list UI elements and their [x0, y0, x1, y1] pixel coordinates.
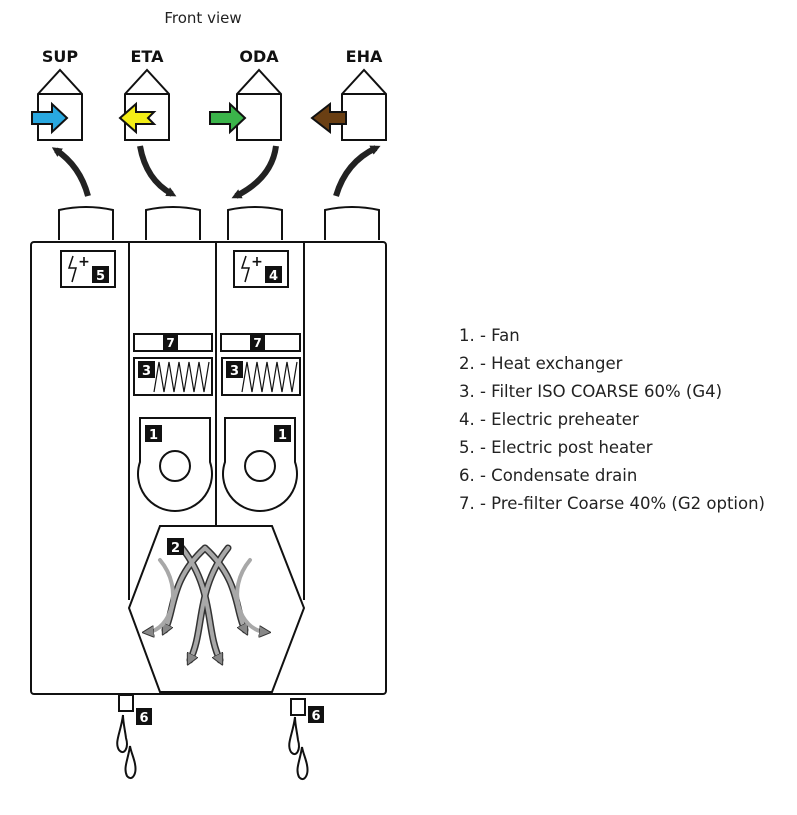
water-drop-icon — [296, 746, 309, 781]
spigot-eta — [145, 206, 201, 240]
filter-left: 3 — [133, 357, 213, 396]
heater-plus-symbol: + — [251, 254, 263, 270]
legend-item-preheater: 4. - Electric preheater — [459, 410, 639, 429]
extract-arrow-icon — [118, 101, 157, 135]
badge-6: 6 — [139, 711, 148, 726]
component-legend: 1. - Fan 2. - Heat exchanger 3. - Filter… — [459, 322, 765, 518]
spigot-eha — [324, 206, 380, 240]
prefilter-left: 7 — [133, 333, 213, 352]
water-drop-icon — [124, 745, 137, 780]
badge-1: 1 — [149, 428, 158, 443]
duct-eta: ETA — [118, 47, 170, 141]
exhaust-arrow-icon — [310, 101, 347, 135]
duct-house-eta — [124, 68, 170, 141]
legend-item-post-heater: 5. - Electric post heater — [459, 438, 653, 457]
water-drop-icon — [116, 714, 128, 754]
condensate-drain-right: 6 — [288, 698, 324, 781]
badge-3: 3 — [230, 364, 239, 379]
badge-1: 1 — [278, 428, 287, 443]
legend-item-fan: 1. - Fan — [459, 326, 520, 345]
preheater: + 4 — [233, 250, 289, 288]
electric-bolt-icon — [67, 255, 77, 283]
electric-bolt-icon — [240, 255, 250, 283]
duct-house-eha — [341, 68, 387, 141]
legend-item-prefilter: 7. - Pre-filter Coarse 40% (G2 option) — [459, 494, 765, 513]
airflow-arrows — [51, 145, 381, 199]
legend-item-condensate-drain: 6. - Condensate drain — [459, 466, 638, 485]
outdoor-arrow-icon — [209, 101, 247, 135]
heat-exchanger-housing — [127, 525, 306, 693]
filter-right: 3 — [221, 357, 301, 396]
duct-label-oda: ODA — [239, 47, 279, 66]
legend-item-filter: 3. - Filter ISO COARSE 60% (G4) — [459, 382, 723, 401]
duct-house-oda — [236, 68, 282, 141]
eta-flow-arrow — [137, 145, 177, 197]
heater-plus-symbol: + — [78, 254, 90, 270]
eha-flow-arrow — [333, 145, 381, 197]
badge-7: 7 — [253, 336, 261, 350]
duct-eha: EHA — [310, 47, 387, 141]
legend-item-heat-exchanger: 2. - Heat exchanger — [459, 354, 623, 373]
duct-label-eha: EHA — [346, 47, 383, 66]
fan-right: 1 — [222, 417, 298, 512]
prefilter-right: 7 — [220, 333, 301, 352]
oda-flow-arrow — [231, 145, 279, 199]
sup-flow-arrow — [51, 147, 91, 197]
badge-5: 5 — [96, 269, 105, 284]
spigots — [58, 206, 380, 240]
badge-7: 7 — [166, 336, 174, 350]
duct-label-eta: ETA — [131, 47, 165, 66]
badge-6: 6 — [311, 709, 320, 724]
diagram-title: Front view — [164, 9, 242, 27]
spigot-sup — [58, 206, 114, 240]
condensate-drain-left: 6 — [116, 694, 152, 780]
fan-left: 1 — [137, 417, 213, 512]
post-heater: + 5 — [60, 250, 116, 288]
supply-arrow-icon — [31, 101, 69, 135]
heat-exchanger: 2 — [127, 525, 306, 693]
badge-3: 3 — [142, 364, 151, 379]
badge-4: 4 — [269, 269, 278, 284]
duct-label-sup: SUP — [42, 47, 79, 66]
spigot-oda — [227, 206, 283, 240]
duct-sup: SUP — [31, 47, 83, 141]
water-drop-icon — [288, 716, 300, 756]
duct-house-sup — [37, 68, 83, 141]
badge-2: 2 — [171, 541, 180, 556]
duct-oda: ODA — [209, 47, 282, 141]
